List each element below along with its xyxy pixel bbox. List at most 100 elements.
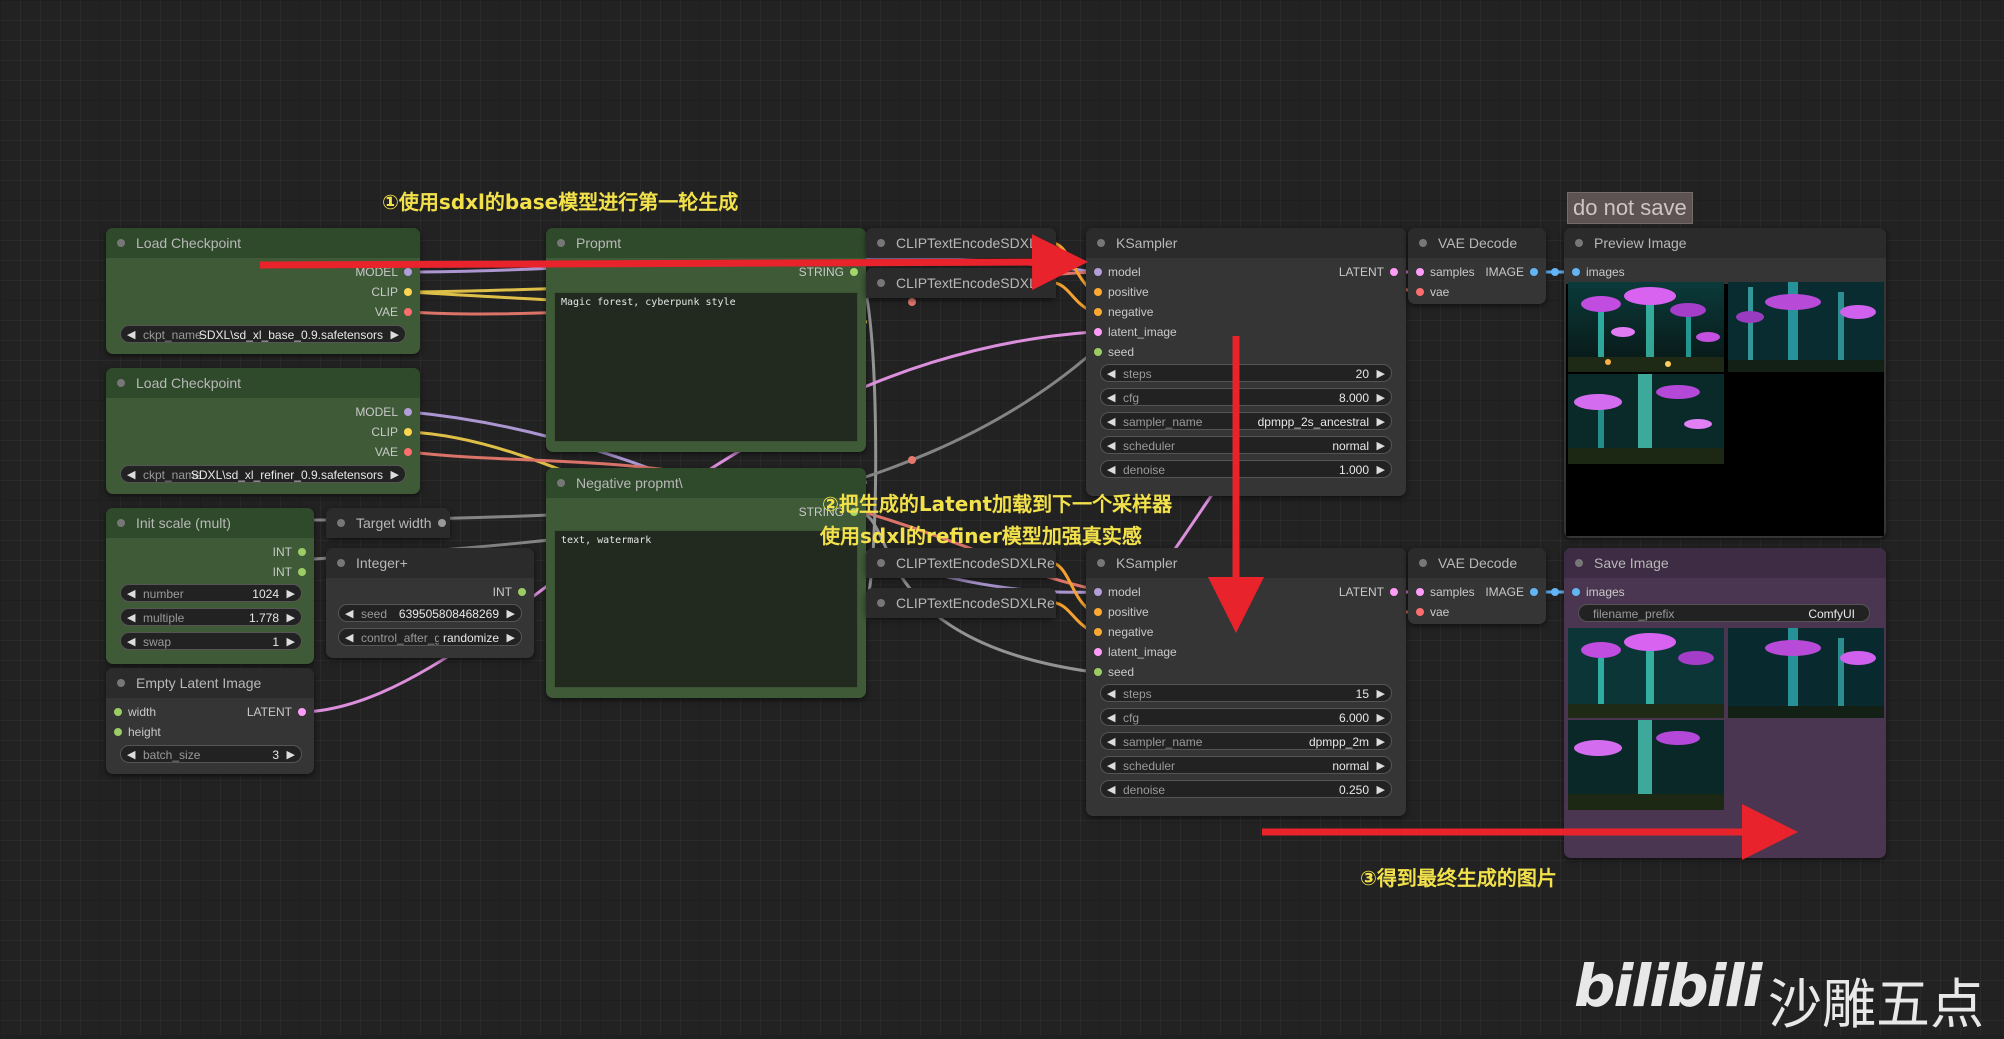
input-positive[interactable]: positive bbox=[1086, 284, 1149, 300]
output-latent[interactable]: LATENT bbox=[1339, 584, 1406, 600]
pin-icon[interactable] bbox=[298, 568, 306, 576]
input-vae[interactable]: vae bbox=[1408, 604, 1449, 620]
collapse-dot-icon[interactable] bbox=[557, 479, 565, 487]
pin-icon[interactable] bbox=[518, 588, 526, 596]
input-images[interactable]: images bbox=[1564, 584, 1625, 600]
output-vae[interactable]: VAE bbox=[375, 304, 420, 320]
input-height[interactable]: height bbox=[106, 724, 161, 740]
arrow-right-icon[interactable]: ▶ bbox=[1376, 464, 1385, 476]
node-vae-decode-base[interactable]: VAE Decode samples vae IMAGE bbox=[1408, 228, 1546, 304]
arrow-left-icon[interactable]: ◀ bbox=[1107, 440, 1116, 452]
node-preview-image[interactable]: Preview Image images bbox=[1564, 228, 1886, 538]
pin-icon[interactable] bbox=[404, 268, 412, 276]
arrow-left-icon[interactable]: ◀ bbox=[1107, 392, 1116, 404]
pin-icon[interactable] bbox=[114, 708, 122, 716]
input-images[interactable]: images bbox=[1564, 264, 1625, 280]
pin-icon[interactable] bbox=[404, 288, 412, 296]
pin-icon[interactable] bbox=[1530, 588, 1538, 596]
pin-icon[interactable] bbox=[1416, 288, 1424, 296]
pin-icon[interactable] bbox=[1390, 588, 1398, 596]
node-clip-text-encode-sdxl-2[interactable]: CLIPTextEncodeSDXL bbox=[866, 268, 1056, 298]
arrow-left-icon[interactable]: ◀ bbox=[1107, 712, 1116, 724]
pin-icon[interactable] bbox=[404, 428, 412, 436]
pin-icon[interactable] bbox=[114, 728, 122, 736]
pin-icon[interactable] bbox=[404, 308, 412, 316]
output-vae[interactable]: VAE bbox=[375, 444, 420, 460]
collapse-dot-icon[interactable] bbox=[1575, 559, 1583, 567]
node-clip-text-encode-sdxl-refiner-1[interactable]: CLIPTextEncodeSDXLRe bbox=[866, 548, 1056, 578]
collapse-dot-icon[interactable] bbox=[1097, 559, 1105, 567]
collapse-dot-icon[interactable] bbox=[337, 559, 345, 567]
input-model[interactable]: model bbox=[1086, 584, 1141, 600]
arrow-left-icon[interactable]: ◀ bbox=[127, 636, 136, 648]
input-width[interactable]: width bbox=[106, 704, 156, 720]
pin-icon[interactable] bbox=[850, 268, 858, 276]
pin-icon[interactable] bbox=[1094, 348, 1102, 356]
arrow-left-icon[interactable]: ◀ bbox=[127, 612, 136, 624]
output-clip[interactable]: CLIP bbox=[371, 424, 420, 440]
input-latent-image[interactable]: latent_image bbox=[1086, 644, 1177, 660]
collapse-dot-icon[interactable] bbox=[1097, 239, 1105, 247]
arrow-right-icon[interactable]: ▶ bbox=[1376, 392, 1385, 404]
input-vae[interactable]: vae bbox=[1408, 284, 1449, 300]
arrow-left-icon[interactable]: ◀ bbox=[127, 469, 136, 481]
pin-icon[interactable] bbox=[1094, 588, 1102, 596]
pin-icon[interactable] bbox=[1416, 268, 1424, 276]
collapse-dot-icon[interactable] bbox=[877, 279, 885, 287]
pin-icon[interactable] bbox=[1572, 588, 1580, 596]
arrow-right-icon[interactable]: ▶ bbox=[1376, 368, 1385, 380]
arrow-left-icon[interactable]: ◀ bbox=[345, 608, 354, 620]
arrow-right-icon[interactable]: ▶ bbox=[1376, 736, 1385, 748]
output-model[interactable]: MODEL bbox=[355, 264, 420, 280]
arrow-right-icon[interactable]: ▶ bbox=[1376, 688, 1385, 700]
output-image[interactable]: IMAGE bbox=[1485, 264, 1546, 280]
pin-icon[interactable] bbox=[1572, 268, 1580, 276]
pin-icon[interactable] bbox=[1416, 588, 1424, 596]
pin-icon[interactable] bbox=[1094, 628, 1102, 636]
arrow-right-icon[interactable]: ▶ bbox=[506, 632, 515, 644]
input-negative[interactable]: negative bbox=[1086, 624, 1153, 640]
node-target-width[interactable]: Target width bbox=[326, 508, 450, 538]
output-int-1[interactable]: INT bbox=[273, 544, 314, 560]
output-latent[interactable]: LATENT bbox=[1339, 264, 1406, 280]
pin-icon[interactable] bbox=[298, 708, 306, 716]
output-model[interactable]: MODEL bbox=[355, 404, 420, 420]
pin-icon[interactable] bbox=[1094, 648, 1102, 656]
arrow-left-icon[interactable]: ◀ bbox=[127, 329, 136, 341]
arrow-left-icon[interactable]: ◀ bbox=[127, 588, 136, 600]
pin-icon[interactable] bbox=[850, 508, 858, 516]
output-string[interactable]: STRING bbox=[799, 264, 866, 280]
collapse-dot-icon[interactable] bbox=[877, 599, 885, 607]
arrow-left-icon[interactable]: ◀ bbox=[1107, 464, 1116, 476]
input-seed[interactable]: seed bbox=[1086, 664, 1134, 680]
pin-icon[interactable] bbox=[1094, 668, 1102, 676]
arrow-left-icon[interactable]: ◀ bbox=[1107, 368, 1116, 380]
node-vae-decode-refiner[interactable]: VAE Decode samples vae IMAGE bbox=[1408, 548, 1546, 624]
arrow-left-icon[interactable]: ◀ bbox=[345, 632, 354, 644]
arrow-right-icon[interactable]: ▶ bbox=[286, 588, 295, 600]
node-negative-prompt[interactable]: Negative propmt\ STRING text, watermark bbox=[546, 468, 866, 698]
collapse-dot-icon[interactable] bbox=[337, 519, 345, 527]
arrow-left-icon[interactable]: ◀ bbox=[127, 749, 136, 761]
input-samples[interactable]: samples bbox=[1408, 264, 1475, 280]
preview-thumbnail-2[interactable] bbox=[1728, 282, 1884, 372]
preview-thumbnail-1[interactable] bbox=[1568, 282, 1724, 372]
output-clip[interactable]: CLIP bbox=[371, 284, 420, 300]
